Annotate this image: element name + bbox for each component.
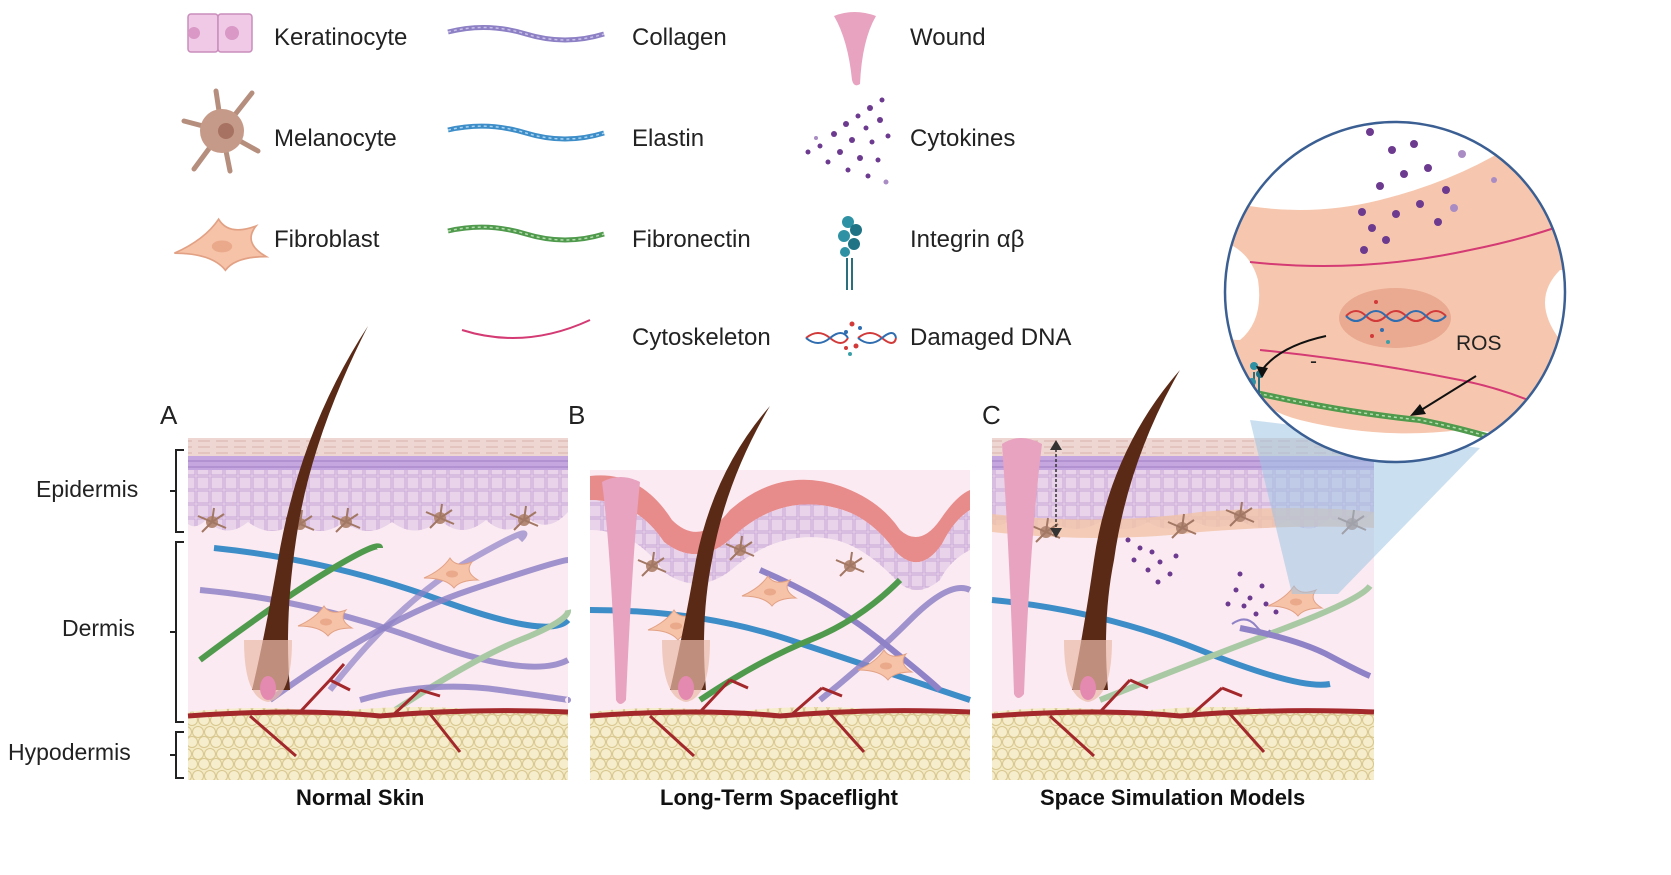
legend-cytokines: Cytokines [910, 125, 1015, 152]
panel-c-cytokines [1125, 537, 1279, 617]
legend-elastin: Elastin [632, 125, 704, 152]
hypodermis-bracket [175, 731, 184, 779]
panel-a-caption: Normal Skin [296, 785, 424, 810]
legend-melanocyte: Melanocyte [274, 125, 397, 152]
fibroblast-icon [173, 218, 268, 272]
melanocyte-icon [181, 88, 261, 174]
wound-icon [834, 12, 876, 86]
epidermis-bracket [175, 449, 184, 533]
legend-fibroblast: Fibroblast [274, 226, 380, 253]
panel-c-wound [1002, 438, 1042, 698]
legend-fibronectin: Fibronectin [632, 226, 751, 253]
cytokines-icon [805, 97, 891, 185]
keratinocyte-icon [187, 13, 253, 53]
panel-b-letter: B [568, 400, 585, 430]
elastin-icon [447, 123, 605, 142]
label-hypodermis: Hypodermis [8, 739, 131, 765]
legend-integrin: Integrin αβ [910, 226, 1024, 253]
inset-minus-sign: - [1310, 350, 1317, 373]
legend-wound: Wound [910, 24, 986, 51]
legend-damaged-dna: Damaged DNA [910, 324, 1071, 351]
legend: Keratinocyte Melanocyte Fibroblast Colla… [173, 12, 1071, 356]
label-dermis: Dermis [62, 615, 135, 641]
panel-b-caption: Long-Term Spaceflight [660, 785, 899, 810]
inset-ros-label: ROS [1456, 332, 1502, 355]
collagen-icon [447, 24, 605, 43]
magnifier-cone [1250, 420, 1480, 594]
legend-cytoskeleton: Cytoskeleton [632, 324, 771, 351]
fibronectin-icon [447, 224, 605, 243]
integrin-icon [838, 216, 862, 290]
inset-magnified-fibroblast: - ROS [1223, 120, 1567, 464]
legend-collagen: Collagen [632, 24, 727, 51]
panel-c-caption: Space Simulation Models [1040, 785, 1305, 810]
dermis-bracket [175, 541, 184, 723]
damaged-dna-icon [805, 321, 897, 356]
cytoskeleton-icon [461, 319, 591, 339]
panel-b: B Long-Term Spaceflight [568, 400, 972, 810]
panel-c-letter: C [982, 400, 1001, 430]
panel-a-letter: A [160, 400, 178, 430]
panel-a: A Normal Skin [160, 326, 572, 810]
thickness-arrow [1050, 440, 1062, 538]
label-epidermis: Epidermis [36, 476, 138, 502]
legend-keratinocyte: Keratinocyte [274, 24, 407, 51]
panel-b-wound [602, 477, 640, 704]
layer-labels: Epidermis Dermis Hypodermis [8, 449, 184, 779]
